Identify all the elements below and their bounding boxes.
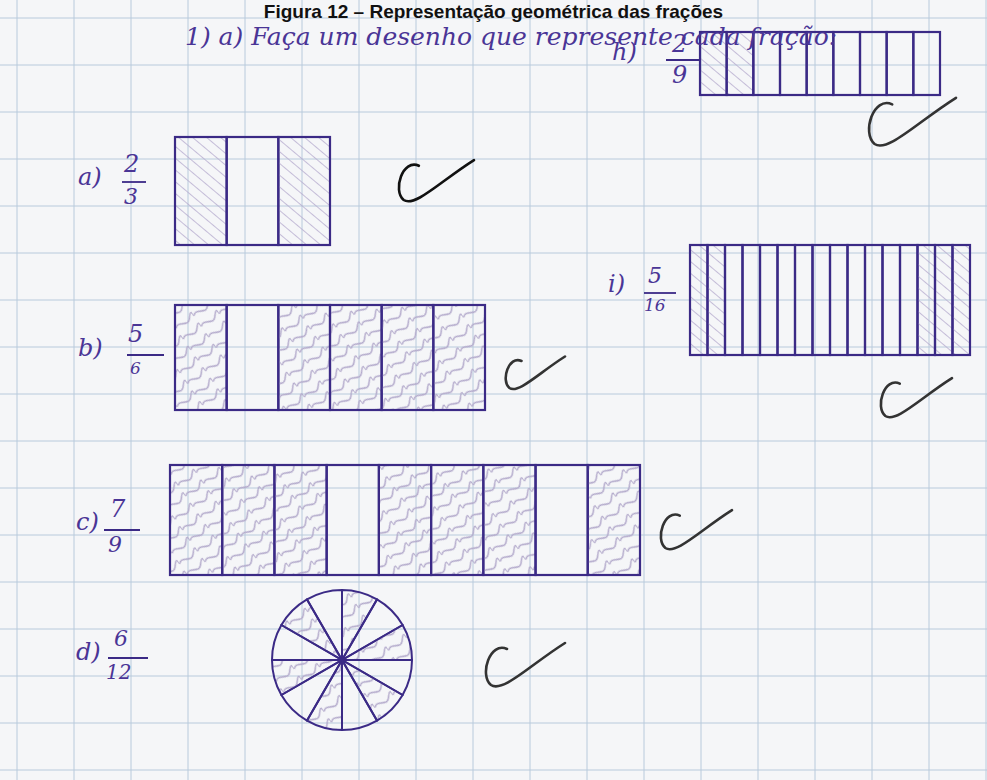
fraction-line [127, 354, 164, 356]
check-mark [869, 98, 956, 146]
fraction-label: d) [76, 640, 101, 664]
fraction-label: 2 [672, 32, 687, 56]
fraction-line [666, 59, 700, 61]
fraction-line [644, 292, 676, 294]
fraction-bar [175, 305, 485, 410]
fraction-label: 16 [644, 297, 666, 314]
fraction-label: 6 [130, 360, 141, 377]
fraction-label: 9 [672, 63, 687, 87]
fraction-label: b) [78, 336, 103, 360]
fraction-label: c) [76, 510, 99, 534]
check-mark [399, 160, 474, 201]
check-mark [881, 378, 952, 417]
fraction-label: 5 [648, 265, 662, 287]
fraction-bar [170, 465, 640, 575]
exercise-prompt: 1) a) Faça um desenho que represente cad… [185, 24, 837, 49]
fraction-line [122, 181, 146, 183]
fraction-label: 6 [114, 628, 128, 650]
fraction-label: a) [78, 165, 102, 189]
fraction-label: 12 [106, 662, 131, 682]
fraction-label: 2 [124, 152, 139, 176]
fraction-label: 5 [128, 322, 143, 346]
fraction-bar [690, 245, 970, 355]
fraction-label: 7 [110, 497, 125, 521]
check-mark [486, 643, 565, 686]
fraction-label: h) [612, 40, 637, 64]
check-mark [661, 510, 732, 549]
check-mark [506, 357, 565, 390]
fraction-circle [272, 590, 412, 730]
fraction-label: i) [608, 272, 625, 296]
fraction-bar [175, 137, 330, 245]
fraction-label: 3 [124, 186, 138, 208]
fraction-line [104, 529, 140, 531]
fraction-label: 9 [108, 534, 122, 556]
figure-title: Figura 12 – Representação geométrica das… [0, 2, 987, 21]
fraction-line [108, 657, 148, 659]
